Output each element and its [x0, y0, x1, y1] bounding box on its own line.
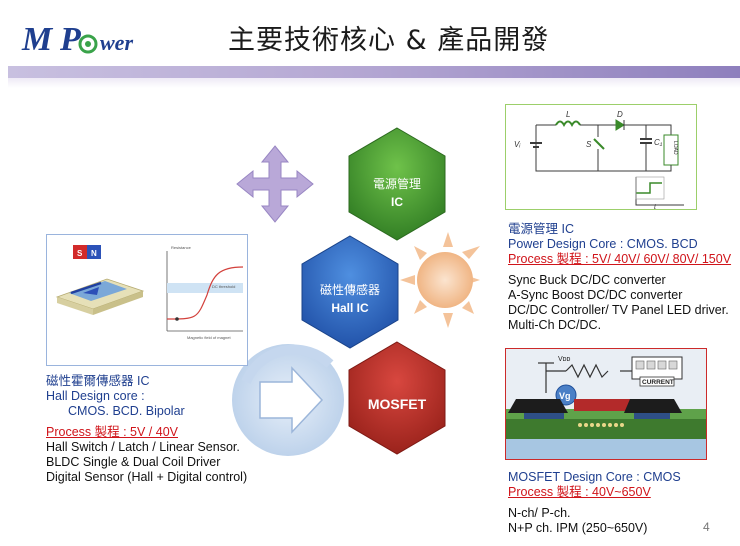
current-label: CURRENT: [642, 379, 674, 386]
header-bar: [8, 66, 740, 78]
power-item: Multi-Ch DC/DC.: [508, 318, 602, 332]
power-design-core: Power Design Core : CMOS. BCD: [508, 237, 698, 251]
hall-ic-heading: 磁性霍爾傳感器 IC: [46, 374, 150, 388]
load-label: LOAD: [672, 141, 678, 155]
mosfet-figure: CURRENT Vᴅᴅ Vg: [505, 348, 707, 460]
page-title: 主要技術核心 & 產品開發: [228, 25, 550, 56]
magnet-s-label: S: [77, 249, 83, 258]
hall-ic-hex: 磁性傳感器 Hall IC: [301, 235, 399, 349]
mosfet-item: N-ch/ P-ch.: [508, 506, 571, 520]
power-ic-heading: 電源管理 IC: [508, 222, 574, 236]
four-way-arrow-icon: [236, 145, 314, 223]
power-item: Sync Buck DC/DC converter: [508, 273, 666, 287]
mosfet-hex: MOSFET: [348, 341, 446, 455]
power-hex-label: 電源管理: [373, 176, 421, 191]
threshold-label: DC threshold: [212, 284, 235, 289]
mosfet-item: N+P ch. IPM (250~650V): [508, 521, 648, 535]
time-label: t: [654, 204, 657, 210]
mosfet-process: Process 製程 : 40V~650V: [508, 485, 651, 499]
mosfet-hex-label: MOSFET: [368, 396, 427, 412]
power-item: A-Sync Boost DC/DC converter: [508, 288, 683, 302]
hall-design-core-processes: CMOS. BCD. Bipolar: [68, 404, 185, 418]
page-number: 4: [703, 520, 710, 534]
hall-item: Digital Sensor (Hall + Digital control): [46, 470, 248, 484]
mosfet-design-core: MOSFET Design Core : CMOS: [508, 470, 681, 484]
diode-label: D: [617, 110, 623, 119]
vin-label: Vᵢ: [514, 140, 521, 149]
power-process: Process 製程 : 5V/ 40V/ 60V/ 80V/ 150V: [508, 252, 732, 266]
buck-converter-figure: L D S C₁ Vᵢ LOAD t: [505, 104, 697, 210]
inductor-label: L: [566, 110, 570, 119]
header-shadow: [8, 78, 740, 88]
power-hex-sublabel: IC: [391, 195, 403, 209]
hall-item: BLDC Single & Dual Coil Driver: [46, 455, 221, 469]
svg-text:M: M: [21, 21, 54, 58]
power-item: DC/DC Controller/ TV Panel LED driver.: [508, 303, 729, 317]
hall-item: Hall Switch / Latch / Linear Sensor.: [46, 440, 240, 454]
capacitor-label: C₁: [654, 138, 663, 147]
switch-label: S: [586, 140, 592, 149]
hall-design-core: Hall Design core :: [46, 389, 145, 403]
svg-text:P: P: [59, 21, 81, 58]
hall-process: Process 製程 : 5V / 40V: [46, 425, 178, 439]
power-ic-hex: 電源管理 IC: [348, 127, 446, 241]
circular-arrow-icon: [232, 344, 344, 456]
technology-hex-diagram: 電源管理 IC 磁性傳感器 Hall IC MOSFET: [232, 127, 480, 456]
vdd-label: Vᴅᴅ: [558, 356, 571, 363]
hall-sensor-figure: S N Resistance DC threshold Magnetic fie…: [46, 234, 248, 366]
magnetic-field-axis-label: Magnetic field of magnet: [187, 335, 231, 340]
sun-icon: [400, 232, 480, 328]
magnet-n-label: N: [91, 249, 97, 258]
hall-hex-sublabel: Hall IC: [331, 301, 369, 315]
svg-text:wer: wer: [100, 30, 133, 55]
vg-label: Vg: [559, 391, 571, 401]
mpower-logo: M P wer: [21, 21, 133, 58]
hall-hex-label: 磁性傳感器: [320, 282, 380, 297]
resistance-axis-label: Resistance: [171, 245, 192, 250]
